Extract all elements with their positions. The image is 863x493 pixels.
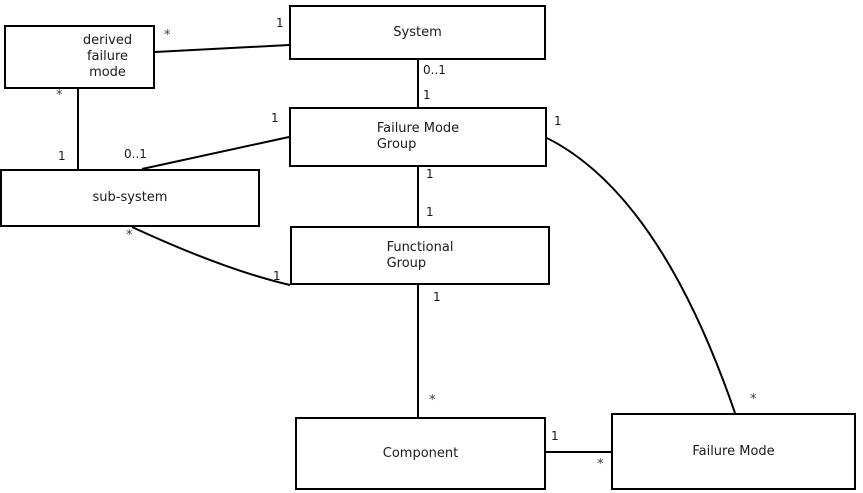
- multiplicity-label: 0..1: [124, 147, 147, 161]
- class-box-system[interactable]: System: [289, 5, 546, 60]
- class-box-derived-failure-mode[interactable]: derived failure mode: [4, 25, 155, 89]
- multiplicity-label: 1: [276, 16, 284, 30]
- multiplicity-label: 1: [554, 114, 562, 128]
- class-name-label: Functional Group: [386, 239, 454, 271]
- multiplicity-label: 1: [433, 290, 441, 304]
- multiplicity-label: *: [164, 28, 171, 43]
- association-line: [154, 44, 290, 53]
- multiplicity-label: 1: [426, 205, 434, 219]
- class-box-sub-system[interactable]: sub-system: [0, 169, 260, 227]
- association-line: [141, 136, 290, 170]
- association-line: [131, 226, 291, 286]
- class-box-functional-group[interactable]: Functional Group: [290, 226, 550, 285]
- class-name-label: Component: [382, 445, 459, 461]
- multiplicity-label: *: [429, 393, 436, 408]
- multiplicity-label: *: [750, 392, 757, 407]
- multiplicity-label: *: [597, 457, 604, 472]
- multiplicity-label: 0..1: [423, 63, 446, 77]
- multiplicity-label: *: [56, 88, 63, 103]
- multiplicity-label: 1: [58, 149, 66, 163]
- class-name-label: Failure Mode: [692, 443, 775, 459]
- multiplicity-label: 1: [426, 167, 434, 181]
- class-name-label: derived failure mode: [82, 33, 133, 80]
- class-box-failure-mode-group[interactable]: Failure Mode Group: [289, 107, 547, 167]
- multiplicity-label: *: [126, 228, 133, 243]
- multiplicity-label: 1: [423, 88, 431, 102]
- association-line: [546, 137, 736, 414]
- class-name-label: sub-system: [92, 190, 168, 205]
- multiplicity-label: 1: [273, 269, 281, 283]
- multiplicity-label: 1: [271, 111, 279, 125]
- multiplicity-label: 1: [551, 429, 559, 443]
- class-name-label: System: [393, 24, 442, 40]
- class-box-failure-mode[interactable]: Failure Mode: [611, 413, 856, 490]
- class-name-label: Failure Mode Group: [376, 121, 460, 152]
- class-box-component[interactable]: Component: [295, 417, 546, 490]
